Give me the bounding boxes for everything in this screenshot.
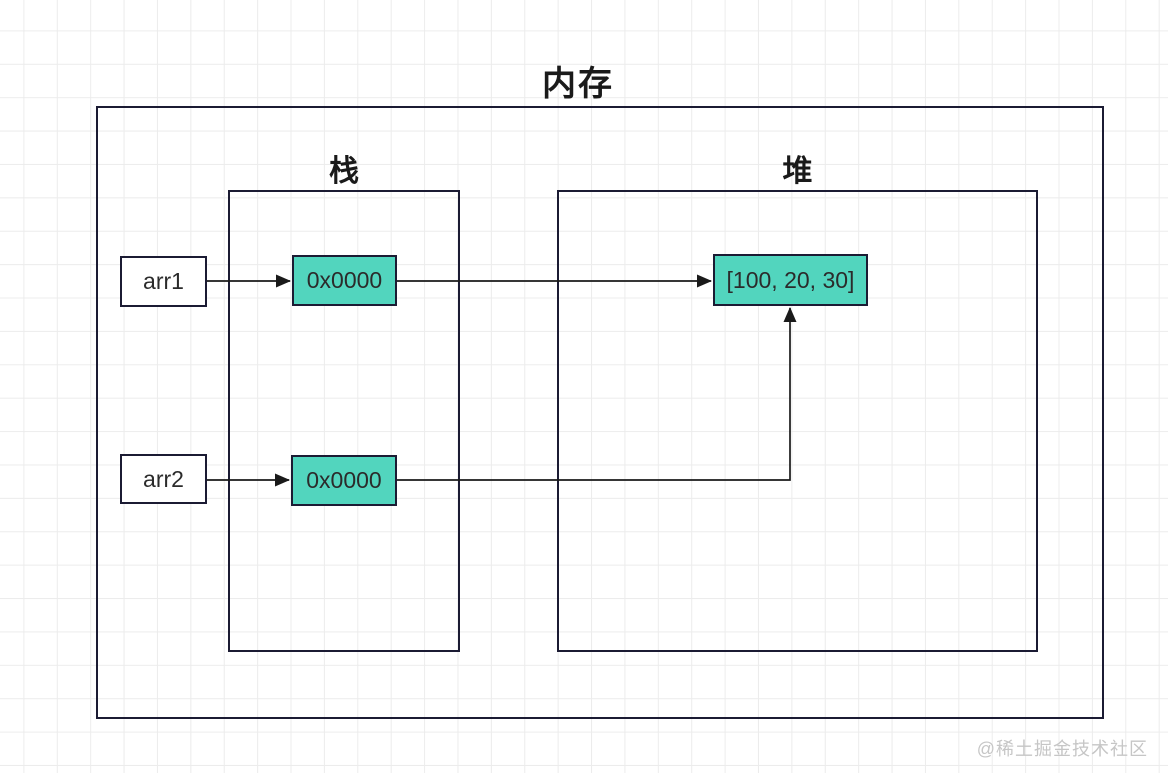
node-arr2: arr2 xyxy=(120,454,207,504)
watermark: @稀土掘金技术社区 xyxy=(976,739,1148,759)
diagram-title: 内存 xyxy=(542,65,614,103)
node-pointer1-label: 0x0000 xyxy=(306,267,383,293)
node-arr1-label: arr1 xyxy=(143,268,184,294)
node-pointer2: 0x0000 xyxy=(291,455,397,506)
memory-outer-box xyxy=(96,106,1104,719)
node-pointer2-label: 0x0000 xyxy=(306,467,382,493)
node-arr1: arr1 xyxy=(120,256,207,307)
node-arr2-label: arr2 xyxy=(143,465,184,492)
stack-region-label: 栈 xyxy=(329,155,359,188)
heap-region-label: 堆 xyxy=(782,155,813,188)
node-array-value: [100, 20, 30] xyxy=(713,254,868,306)
node-pointer1: 0x0000 xyxy=(292,255,397,306)
node-array-value-label: [100, 20, 30] xyxy=(726,266,855,293)
